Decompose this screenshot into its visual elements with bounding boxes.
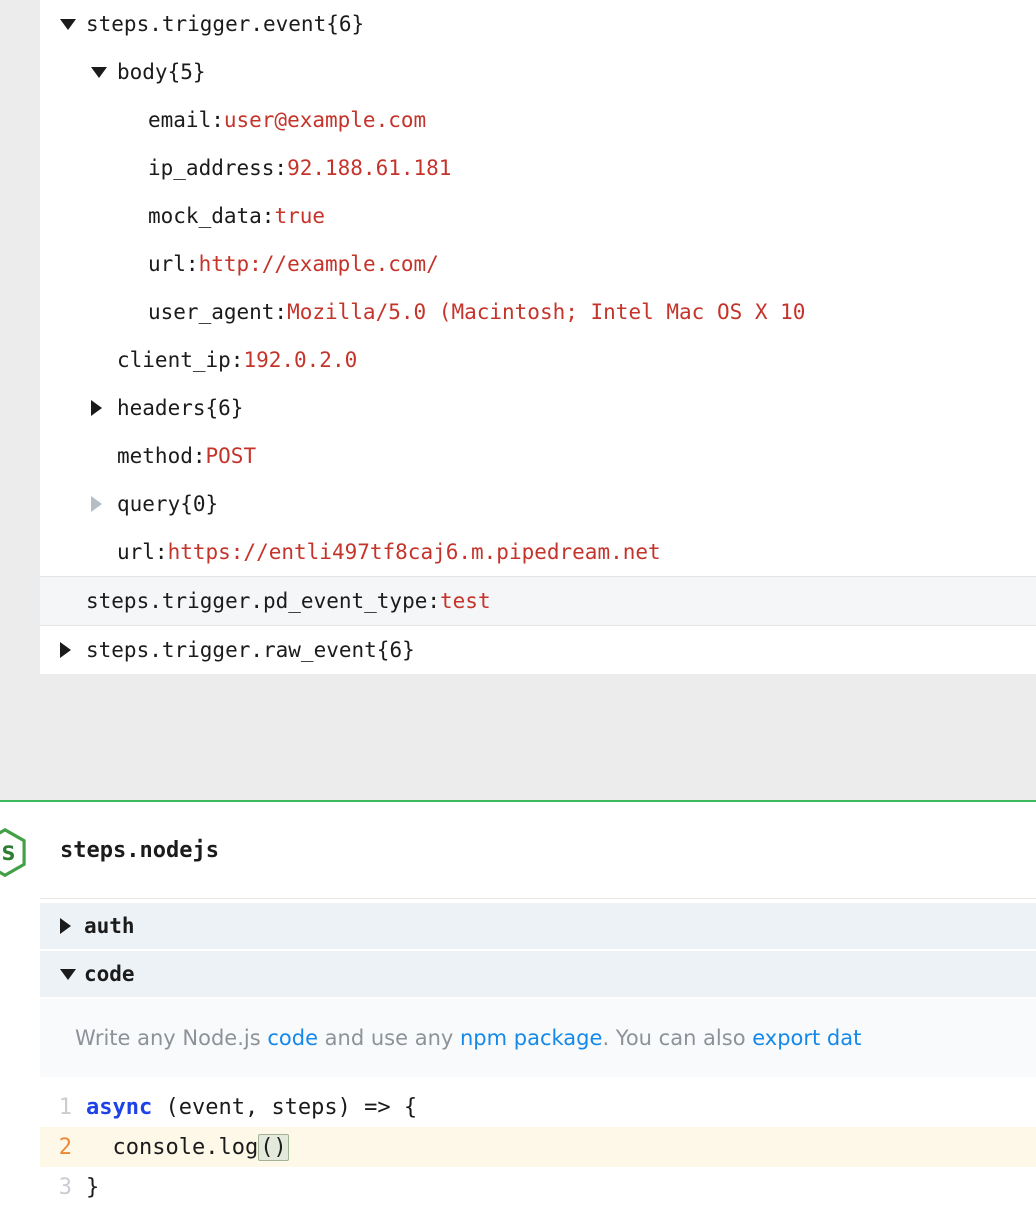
code-line-1[interactable]: 1 async (event, steps) => { [40,1087,1036,1127]
step-sections: auth code [40,903,1036,999]
section-label: code [84,962,135,986]
tree-row-steps.trigger.event[interactable]: steps.trigger.event{6} [40,0,1036,48]
code-token: } [86,1174,100,1200]
tree-count-badge: {0} [180,492,219,516]
nodejs-icon: JS [0,827,28,878]
line-number: 1 [58,1094,72,1120]
tree-value: 92.188.61.181 [287,156,452,180]
code-line-3[interactable]: 3} [40,1167,1036,1207]
description-link[interactable]: npm package [460,1026,603,1050]
tree-value: POST [205,444,257,468]
tree-value: https://entli497tf8caj6.m.pipedream.net [167,540,661,564]
tree-count-badge: {6} [205,396,244,420]
code-token: console.log [86,1134,259,1160]
collapse-icon[interactable] [91,66,117,78]
section-label: auth [84,914,135,938]
line-number: 3 [58,1174,72,1200]
triangle-right-icon [60,918,71,934]
triangle-down-icon [60,968,76,980]
tree-key: user_agent: [148,300,288,324]
description-link[interactable]: export dat [752,1026,862,1050]
triangle-right-icon [60,642,71,658]
tree-value: 192.0.2.0 [243,348,358,372]
description-text: and use any [318,1026,460,1050]
tree-row-client_ip: client_ip: 192.0.2.0 [40,336,1036,384]
code-description: Write any Node.js code and use any npm p… [40,999,1036,1077]
expand-icon[interactable] [60,642,86,658]
tree-key: query [117,492,181,516]
tree-rows: steps.trigger.event{6}body{5}email: user… [40,0,1036,674]
description-text: . You can also [602,1026,753,1050]
expand-icon[interactable] [91,400,117,416]
tree-row-headers[interactable]: headers{6} [40,384,1036,432]
triangle-down-icon [91,66,107,78]
tree-key: mock_data: [148,204,275,228]
tree-key: steps.trigger.event [86,12,327,36]
collapse-icon[interactable] [60,968,84,980]
tree-row-ip_address: ip_address: 92.188.61.181 [40,144,1036,192]
step-title-bar: steps.nodejs [40,802,1036,899]
tree-value: Mozilla/5.0 (Macintosh; Intel Mac OS X 1… [287,300,806,324]
trigger-event-tree: steps.trigger.event{6}body{5}email: user… [40,0,1036,674]
step-title: steps.nodejs [60,837,219,863]
tree-row-url: url: https://entli497tf8caj6.m.pipedream… [40,528,1036,576]
triangle-right-icon [91,400,102,416]
tree-row-steps.trigger.pd_event_type: steps.trigger.pd_event_type: test [40,576,1036,626]
tree-value: true [274,204,326,228]
tree-value: test [440,589,491,613]
tree-row-mock_data: mock_data: true [40,192,1036,240]
code-token: async [86,1094,153,1120]
expand-icon[interactable] [91,496,117,512]
tree-key: url: [117,540,168,564]
tree-row-method: method: POST [40,432,1036,480]
section-row-code[interactable]: code [40,951,1036,999]
triangle-right-icon [91,496,102,512]
panel-inner: steps.nodejs auth code Write any Node.js … [40,802,1036,1207]
tree-key: steps.trigger.raw_event [86,638,377,662]
tree-key: ip_address: [148,156,288,180]
collapse-icon[interactable] [60,18,86,30]
triangle-down-icon [60,18,76,30]
tree-row-query[interactable]: query{0} [40,480,1036,528]
tree-row-url: url: http://example.com/ [40,240,1036,288]
svg-text:JS: JS [0,842,15,865]
tree-row-email: email: user@example.com [40,96,1036,144]
matched-bracket: () [258,1133,289,1161]
code-token: (event, steps) => { [152,1094,418,1120]
line-number: 2 [58,1134,72,1160]
tree-key: headers [117,396,206,420]
tree-row-body[interactable]: body{5} [40,48,1036,96]
tree-key: email: [148,108,224,132]
tree-row-steps.trigger.raw_event[interactable]: steps.trigger.raw_event{6} [40,626,1036,674]
code-editor[interactable]: 1 async (event, steps) => { 2 console.log(… [40,1077,1036,1207]
expand-icon[interactable] [60,918,84,934]
tree-value: user@example.com [223,108,427,132]
tree-count-badge: {5} [167,60,206,84]
section-row-auth[interactable]: auth [40,903,1036,951]
description-text: Write any Node.js [75,1026,268,1050]
description-link[interactable]: code [267,1026,318,1050]
tree-key: steps.trigger.pd_event_type: [86,589,441,613]
tree-key: client_ip: [117,348,244,372]
code-line-2[interactable]: 2 console.log() [40,1127,1036,1167]
tree-key: body [117,60,168,84]
tree-key: url: [148,252,199,276]
tree-key: method: [117,444,206,468]
nodejs-step-panel: JS steps.nodejs auth code Write any Node.… [0,800,1036,1220]
tree-value: http://example.com/ [198,252,439,276]
tree-count-badge: {6} [326,12,365,36]
tree-row-user_agent: user_agent: Mozilla/5.0 (Macintosh; Inte… [40,288,1036,336]
tree-count-badge: {6} [376,638,415,662]
